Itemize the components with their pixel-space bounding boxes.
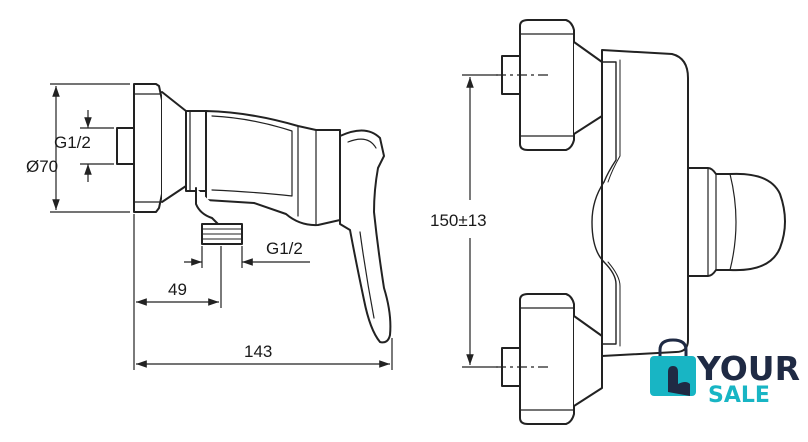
label-outlet-offset: 49 bbox=[168, 280, 187, 299]
connection-nut bbox=[185, 110, 207, 192]
logo-word-bottom: SALE bbox=[708, 383, 770, 408]
label-inlet-thread: G1/2 bbox=[54, 133, 91, 152]
lever-handle bbox=[339, 129, 392, 344]
label-total-depth: 143 bbox=[244, 342, 272, 361]
label-diameter: Ø70 bbox=[26, 157, 58, 176]
front-dimensions bbox=[462, 74, 552, 368]
brand-logo: YOUR SALE bbox=[650, 338, 800, 408]
mixer-body bbox=[205, 110, 341, 227]
escutcheon-flange bbox=[133, 83, 163, 213]
label-center-distance: 150±13 bbox=[430, 211, 487, 230]
label-outlet-thread: G1/2 bbox=[266, 239, 303, 258]
logo-word-top: YOUR bbox=[696, 349, 800, 388]
front-mixer-body bbox=[601, 49, 689, 357]
inlet-pipe bbox=[116, 127, 135, 165]
front-view bbox=[501, 19, 786, 425]
lower-escutcheon bbox=[519, 293, 575, 425]
upper-escutcheon bbox=[519, 19, 575, 151]
flange-cone bbox=[161, 91, 187, 203]
side-dimensions bbox=[50, 83, 393, 370]
side-view bbox=[116, 83, 392, 344]
outlet-stub bbox=[195, 187, 237, 227]
shopping-bag-icon bbox=[650, 338, 696, 396]
